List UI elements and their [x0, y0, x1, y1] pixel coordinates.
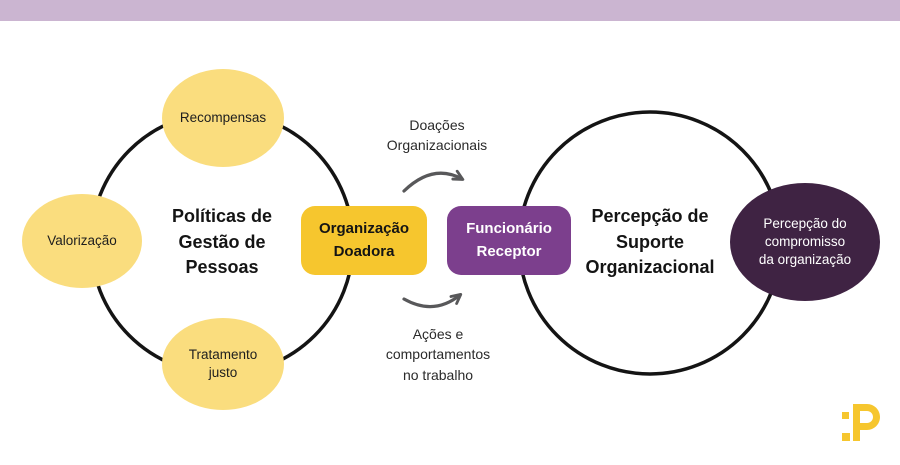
- satellite-valorizacao: Valorização: [22, 194, 142, 288]
- bottom-arrow-label: Ações e comportamentos no trabalho: [385, 326, 491, 383]
- satellite-percepcao-compromisso: Percepção do compromisso da organização: [730, 183, 880, 301]
- satellite-label: Percepção do compromisso da organização: [758, 215, 852, 268]
- satellite-tratamento-justo: Tratamento justo: [162, 318, 284, 410]
- right-circle-title: Percepção de Suporte Organizacional: [585, 206, 715, 278]
- receiver-employee-box: Funcionário Receptor: [447, 206, 571, 275]
- top-arrow-label: Doações Organizacionais: [386, 117, 488, 154]
- p-monogram-icon: [842, 404, 880, 441]
- satellite-label: Recompensas: [179, 110, 267, 126]
- bottom-flow-arrow: [402, 292, 463, 309]
- top-flow-arrow: [402, 169, 465, 193]
- donor-organization-box: Organização Doadora: [301, 206, 427, 275]
- satellite-label: Tratamento justo: [188, 347, 258, 380]
- satellite-recompensas: Recompensas: [162, 69, 284, 167]
- satellite-label: Valorização: [47, 233, 117, 249]
- left-circle-title: Políticas de Gestão de Pessoas: [171, 206, 273, 278]
- brand-logo: [842, 404, 882, 442]
- top-accent-bar: [0, 0, 900, 21]
